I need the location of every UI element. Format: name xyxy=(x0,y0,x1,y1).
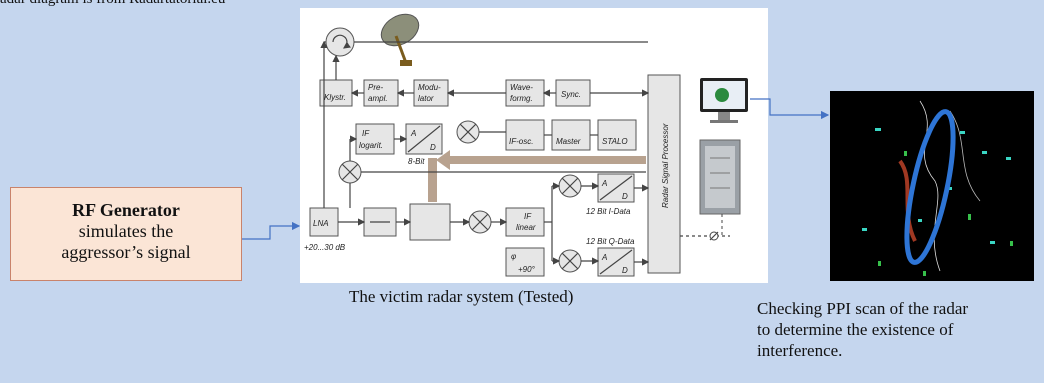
data-bus-arrow xyxy=(436,150,646,170)
ppi-caption: Checking PPI scan of the radar to determ… xyxy=(757,298,968,361)
ppi-caption-line3: interference. xyxy=(757,341,843,360)
phase-label-2: +90° xyxy=(518,265,536,274)
pre-amplifier-label-1: Pre- xyxy=(368,83,383,92)
phase-shifter-block xyxy=(505,247,545,277)
rf-generator-title: RF Generator xyxy=(72,200,180,220)
pre-amplifier-block xyxy=(363,79,399,107)
radar-block-diagram: Radar Signal Processor Klystr. Pre- ampl… xyxy=(300,8,768,283)
ad-q-a: A xyxy=(601,253,607,262)
ad-i-a: A xyxy=(601,179,607,188)
lna-label: LNA xyxy=(313,219,329,228)
modulator-label-1: Modu- xyxy=(418,83,441,92)
bus-drop xyxy=(428,158,437,202)
circulator-icon xyxy=(325,27,355,57)
bit8-label: 8-Bit xyxy=(408,157,425,166)
pre-amplifier-label-2: ampl. xyxy=(368,94,388,103)
attenuator-block xyxy=(409,203,451,241)
ad-i-d: D xyxy=(622,192,628,201)
rf-generator-box: RF Generator simulates the aggressor’s s… xyxy=(10,187,242,281)
interference-ellipse xyxy=(904,109,956,265)
rf-generator-line1: simulates the xyxy=(78,221,174,241)
ad-label-d: D xyxy=(430,143,436,152)
if-oscillator-block xyxy=(505,119,545,151)
ppi-scan-image xyxy=(830,91,1034,281)
klystron-block xyxy=(319,79,353,107)
gain-label: +20...30 dB xyxy=(304,243,346,252)
lna-block xyxy=(309,207,339,237)
if-lin-label-1: IF xyxy=(524,212,532,221)
if-osc-label: IF-osc. xyxy=(509,137,533,146)
monitor-icon xyxy=(700,78,748,123)
ppi-caption-line2: to determine the existence of xyxy=(757,320,954,339)
waveform-label-1: Wave- xyxy=(510,83,533,92)
ad-label-a: A xyxy=(410,129,416,138)
modulator-label-2: lator xyxy=(418,94,434,103)
idata-label: 12 Bit I-Data xyxy=(586,207,631,216)
stalo-block xyxy=(597,119,637,151)
rf-generator-line2: aggressor’s signal xyxy=(61,242,191,262)
if-log-label-2: logarit. xyxy=(359,141,383,150)
klystron-label: Klystr. xyxy=(324,93,346,102)
ppi-caption-line1: Checking PPI scan of the radar xyxy=(757,299,969,318)
waveform-label-2: formg. xyxy=(510,94,533,103)
ad-q-d: D xyxy=(622,266,628,275)
server-icon xyxy=(699,139,741,215)
if-log-label-1: IF xyxy=(362,129,370,138)
sync-label: Sync. xyxy=(561,90,581,99)
stalo-label: STALO xyxy=(602,137,628,146)
qdata-label: 12 Bit Q-Data xyxy=(586,237,635,246)
processor-label: Radar Signal Processor xyxy=(661,123,670,208)
radar-signal-processor xyxy=(647,74,681,274)
antenna-icon xyxy=(380,13,420,66)
victim-caption: The victim radar system (Tested) xyxy=(349,287,574,306)
top-caption: adar diagram is from Radartatorial.eu xyxy=(0,0,225,8)
if-lin-label-2: linear xyxy=(516,223,536,232)
master-label: Master xyxy=(556,137,581,146)
phase-label-1: φ xyxy=(511,252,516,261)
